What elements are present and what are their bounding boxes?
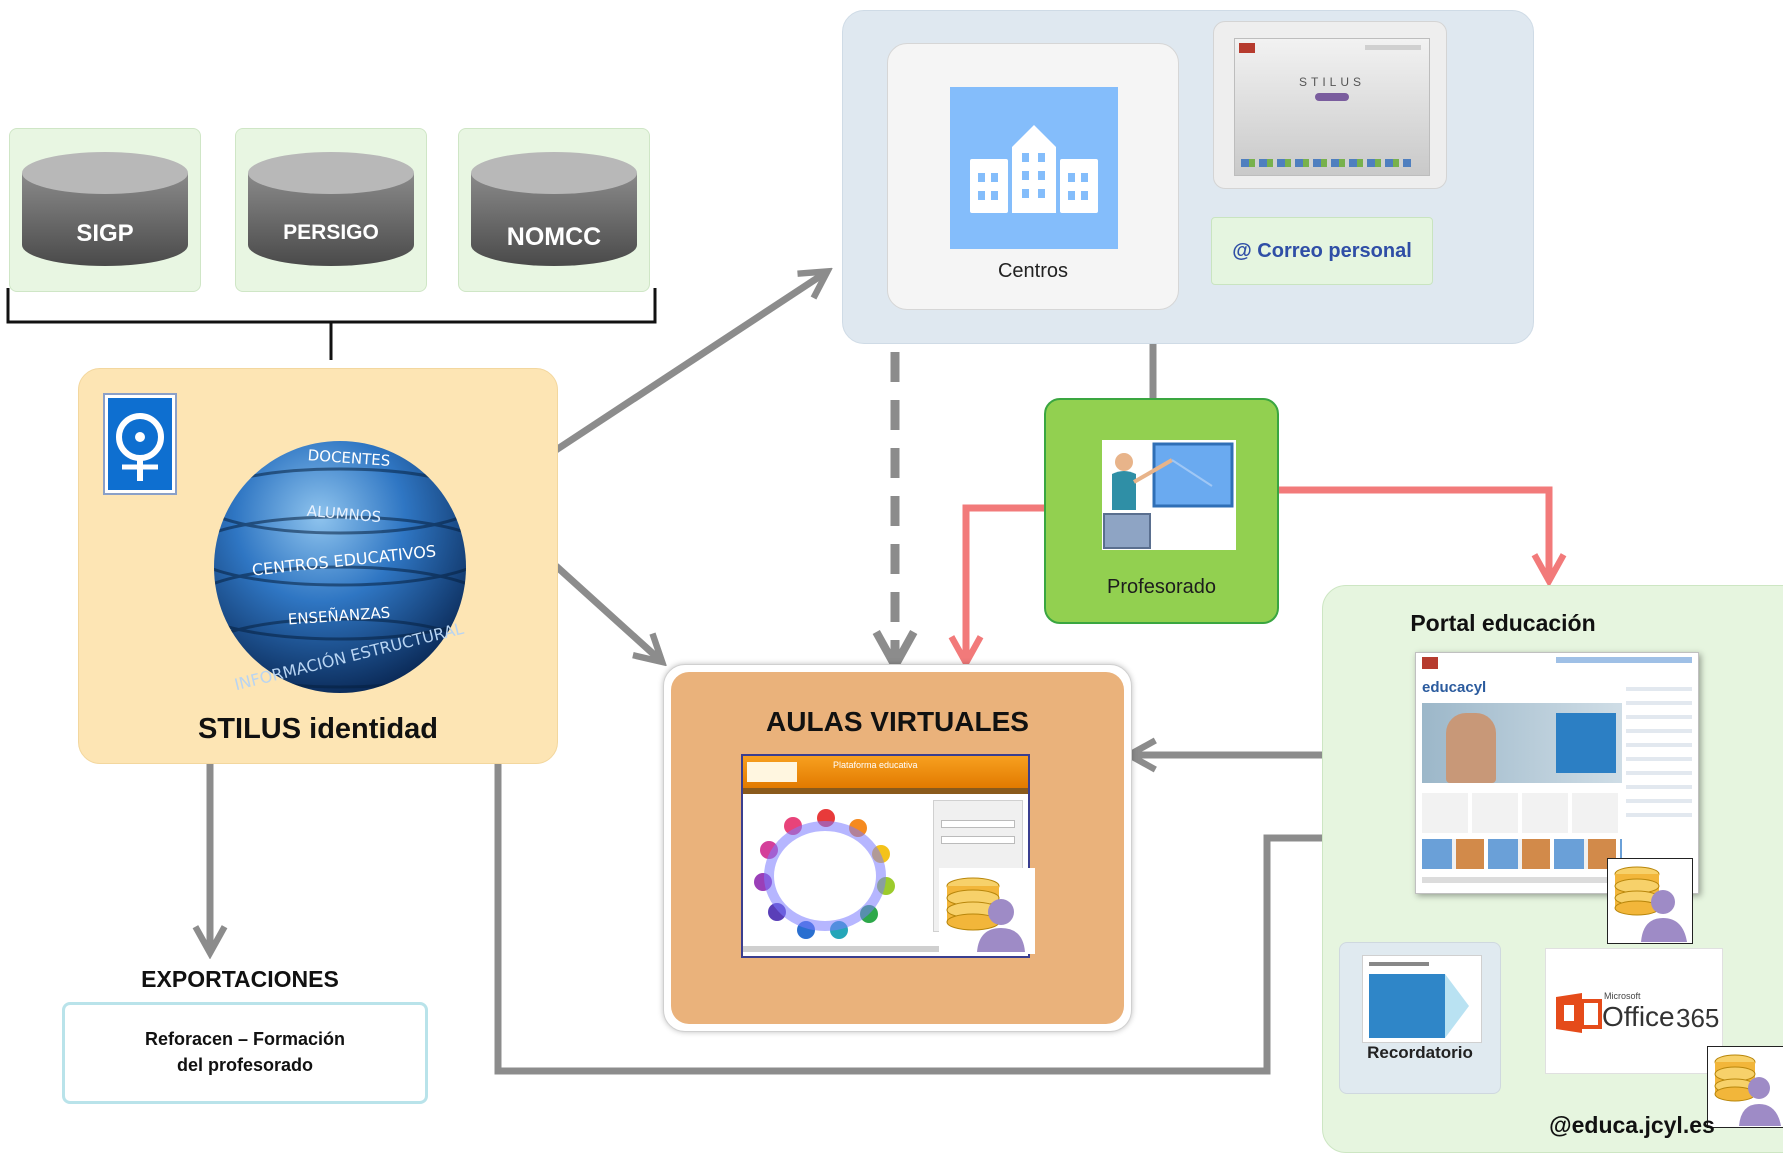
aulas-panel[interactable]: AULAS VIRTUALES Plataforma educativa bbox=[671, 672, 1124, 1024]
user-database-icon bbox=[939, 868, 1035, 954]
stilus-screenshot-card: STILUS bbox=[1213, 21, 1447, 189]
office-brand-label: Office bbox=[1602, 1001, 1675, 1032]
aulas-panel-frame: AULAS VIRTUALES Plataforma educativa bbox=[663, 664, 1132, 1032]
stilus-screen-brand: STILUS bbox=[1298, 75, 1365, 89]
recordatorio-screenshot bbox=[1362, 955, 1482, 1043]
educacyl-brand: educacyl bbox=[1422, 679, 1487, 696]
stilus-panel: DOCENTES ALUMNOS CENTROS EDUCATIVOS ENSE… bbox=[78, 368, 558, 764]
recordatorio-label: Recordatorio bbox=[1367, 1043, 1473, 1062]
office-number-label: 365 bbox=[1676, 1003, 1720, 1033]
db-card-persigo: PERSIGO bbox=[235, 128, 427, 292]
office-user-database-icon bbox=[1707, 1046, 1783, 1128]
exportaciones-item-line2: del profesorado bbox=[176, 1055, 314, 1075]
stilus-logo bbox=[103, 393, 177, 495]
exportaciones-item-line1: Reforacen – Formación bbox=[144, 1029, 346, 1049]
educa-domain-label: @educa.jcyl.es bbox=[1549, 1112, 1715, 1138]
portal-panel: Portal educación educacyl Recordatorio bbox=[1322, 585, 1783, 1153]
portal-title: Portal educación bbox=[1410, 610, 1596, 636]
correo-personal-label: @ Correo personal bbox=[1232, 240, 1412, 262]
stilus-logo-icon bbox=[116, 413, 164, 481]
db-label: PERSIGO bbox=[283, 221, 379, 244]
stilus-screenshot: STILUS bbox=[1234, 38, 1430, 176]
exportaciones-title: EXPORTACIONES bbox=[141, 966, 339, 992]
database-icon bbox=[471, 152, 637, 266]
office-logo-icon bbox=[1556, 993, 1602, 1033]
db-label: NOMCC bbox=[506, 223, 602, 251]
centros-panel: Centros STILUS @ Correo personal bbox=[842, 10, 1534, 344]
people-ring-icon bbox=[754, 809, 895, 939]
db-card-sigp: SIGP bbox=[9, 128, 201, 292]
centros-label: Centros bbox=[997, 260, 1069, 282]
arrow-profesorado-to-portal bbox=[1275, 486, 1549, 578]
office365-tile[interactable]: Microsoft Office 365 bbox=[1545, 948, 1723, 1074]
database-icon bbox=[22, 152, 188, 266]
db-card-nomcc: NOMCC bbox=[458, 128, 650, 292]
database-icon bbox=[248, 152, 414, 266]
db-label: SIGP bbox=[76, 220, 134, 247]
correo-personal-card[interactable]: @ Correo personal bbox=[1211, 217, 1433, 285]
aulas-screen-header: Plataforma educativa bbox=[833, 760, 918, 770]
teacher-whiteboard-icon bbox=[1102, 440, 1236, 550]
exportaciones-item-card[interactable]: Reforacen – Formación del profesorado bbox=[62, 1002, 428, 1104]
recordatorio-card[interactable]: Recordatorio bbox=[1339, 942, 1501, 1094]
identity-sphere bbox=[214, 441, 466, 693]
educacyl-screenshot[interactable]: educacyl bbox=[1415, 652, 1699, 894]
portal-user-database-icon bbox=[1607, 858, 1693, 944]
centros-card[interactable]: Centros bbox=[887, 43, 1179, 310]
office-small-label: Microsoft bbox=[1604, 991, 1641, 1001]
arrow-profesorado-to-aulas bbox=[966, 504, 1044, 660]
arrow-stilus-to-centros bbox=[554, 273, 825, 453]
arrow-stilus-to-portal bbox=[494, 762, 1398, 1075]
arrow-stilus-to-aulas bbox=[553, 563, 660, 660]
profesorado-label: Profesorado bbox=[1107, 576, 1216, 598]
database-bracket bbox=[6, 288, 657, 324]
school-building-icon bbox=[950, 87, 1118, 249]
profesorado-panel[interactable]: Profesorado bbox=[1044, 398, 1279, 624]
aulas-title: AULAS VIRTUALES bbox=[766, 706, 1029, 737]
stilus-title: STILUS identidad bbox=[197, 713, 439, 745]
